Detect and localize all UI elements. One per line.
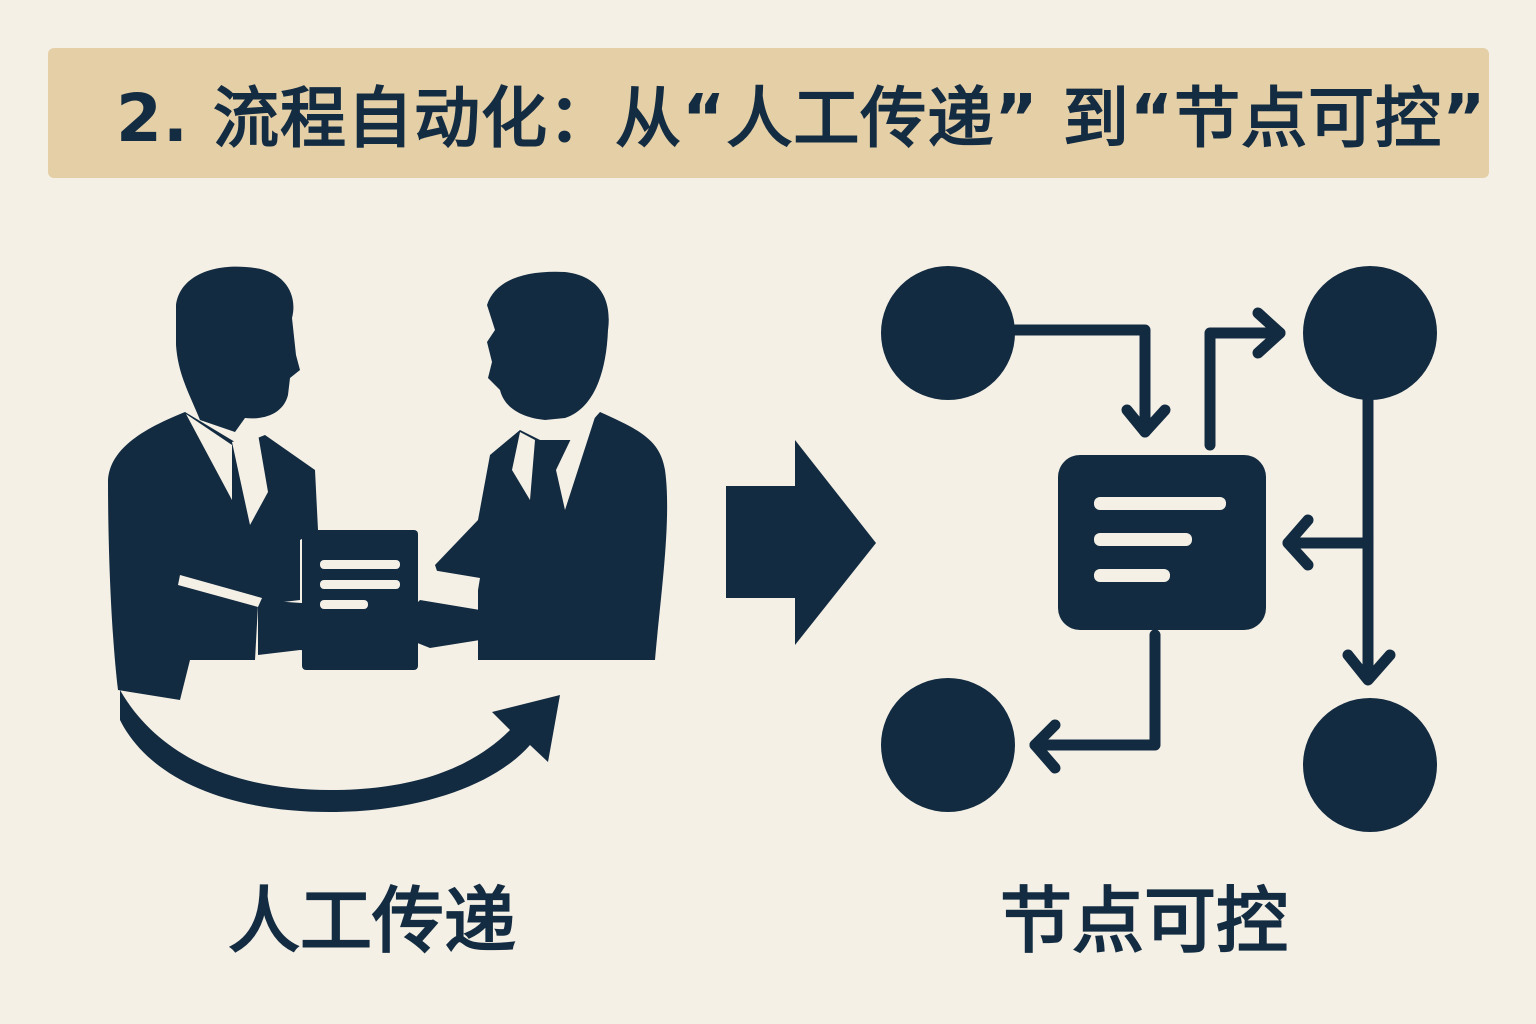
- process-line-1: [1094, 497, 1226, 510]
- left-caption: 人工传递: [228, 879, 517, 963]
- right-person-head: [487, 271, 609, 420]
- curved-arrow-icon: [120, 690, 560, 812]
- page-title: 2. 流程自动化：从“人工传递” 到“节点可控”: [116, 80, 1487, 157]
- title-banner: 2. 流程自动化：从“人工传递” 到“节点可控”: [48, 48, 1489, 178]
- handshake-people-icon: [108, 266, 668, 812]
- left-arm-outline: [178, 575, 262, 607]
- right-person-body: [435, 412, 668, 660]
- left-figure-details: [178, 414, 596, 609]
- arrowhead-down-bottomright: [1342, 649, 1396, 686]
- node-top-right: [1303, 266, 1437, 400]
- left-person-head: [176, 266, 300, 432]
- document-line-1: [320, 560, 400, 569]
- right-arm-outline: [430, 570, 480, 590]
- arrowhead-down-process: [1121, 404, 1171, 438]
- document-line-3: [320, 600, 368, 609]
- left-person-collar: [186, 414, 232, 500]
- right-caption: 节点可控: [1000, 879, 1289, 963]
- arrowhead-left-bottomleft: [1029, 719, 1061, 774]
- node-bottom-left: [881, 678, 1015, 812]
- connector-process-to-topright: [1204, 327, 1286, 451]
- hands-icon: [258, 600, 480, 655]
- arrowhead-left-process: [1282, 514, 1314, 571]
- connector-process-to-bottomleft: [1029, 629, 1161, 751]
- right-person-collar: [556, 414, 596, 510]
- node-flow-icon: [881, 266, 1437, 832]
- node-bottom-right: [1303, 698, 1437, 832]
- document-line-2: [320, 580, 400, 589]
- process-line-3: [1094, 569, 1170, 582]
- connector-topleft-to-process: [1009, 324, 1151, 438]
- right-person-shirt: [512, 432, 535, 500]
- node-top-left: [881, 266, 1015, 400]
- left-person-shirt: [232, 434, 268, 525]
- right-arrow-icon: [726, 440, 876, 645]
- arrowhead-right-topright: [1252, 307, 1286, 359]
- process-line-2: [1094, 533, 1192, 546]
